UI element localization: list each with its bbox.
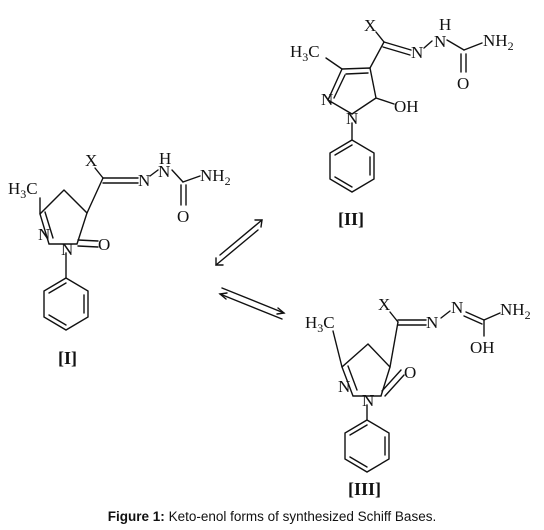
atom-n3-II: N [321,90,333,109]
methyl-bond-II [325,57,343,70]
carbonyl-bond-b-I [77,245,99,248]
atom-o-ring-I: O [98,235,110,254]
atom-nh2-II: NH2 [483,31,514,53]
atom-x-II: X [364,16,376,35]
structure-I: X H N N NH2 O N N O H3C [I] [8,149,231,368]
c-n-double-bond-III [347,365,358,391]
atom-n3-I: N [38,225,50,244]
n-c-double-bond-b-III [463,315,483,325]
atom-o-carbonyl-I: O [177,207,189,226]
atom-n2-II: N [434,32,446,51]
n-n-bond-I [149,169,159,177]
ring-bonds-III [341,343,391,397]
c-x-bond-I [94,167,104,179]
ring-bonds-II [327,67,377,115]
phenyl-double-2-II [334,176,353,188]
phenyl-double-2-III [349,456,368,468]
figure-caption: Figure 1: Keto-enol forms of synthesized… [0,509,544,524]
arrow-back-head-I-III [218,292,228,300]
arrow-back-line-I-II [215,229,259,266]
arrow-forward-head-I-II [254,219,263,228]
c-c-double-bond-II [345,72,369,75]
atom-n2-I: N [158,162,170,181]
atom-n2-III: N [451,298,463,317]
arrow-forward-head-I-III [276,307,286,315]
phenyl-ring-III [344,419,390,473]
atom-o-carbonyl-II: O [457,74,469,93]
arrow-back-head-I-II [215,257,224,266]
atom-n1-III: N [426,313,438,332]
c-nh2-bond-I [182,175,201,183]
atom-n4-II: N [346,109,358,128]
phenyl-double-3-I [48,282,67,294]
atom-nh2-I: NH2 [200,166,231,188]
ring-to-ch-bond-III [389,321,399,368]
ring-to-ch-bond-II [369,41,385,69]
atom-n4-I: N [61,240,73,259]
atom-n1-II: N [411,43,423,62]
c-n-double-bond-II [333,74,346,99]
c-nh2-bond-III [483,312,501,321]
n-c-bond-I [171,169,184,183]
structure-III: X N N NH2 OH N N O H3C [III] [305,295,531,499]
chemistry-diagram: X H N N NH2 O N N O H3C [I] [8,15,531,499]
n-n-bond-II [423,40,433,49]
atom-h3c-III: H3C [305,313,335,335]
equilibrium-arrow-I-III [218,287,286,320]
c-x-bond-III [389,311,399,323]
atom-nh2-III: NH2 [500,300,531,322]
carbonyl-bond-b-III [384,374,405,397]
methyl-bond-III [332,330,343,368]
atom-x-I: X [85,151,97,170]
carbonyl-bond-a-III [381,369,402,392]
ring-bonds-I [39,189,88,245]
structure-II: X H N N NH2 O N N OH H3C [II] [290,15,514,229]
label-I: [I] [58,348,77,368]
atom-h3c-I: H3C [8,179,38,201]
c-n-imine-b-II [382,46,411,56]
atom-h3c-II: H3C [290,42,320,64]
label-II: [II] [338,209,364,229]
c-nh2-bond-II [463,42,483,51]
atom-h-II: H [439,15,451,34]
atom-n4-III: N [362,391,374,410]
n-c-bond-II [446,39,465,51]
atom-oh-II: OH [394,97,419,116]
arrow-back-line-I-III [219,293,283,320]
phenyl-double-3-II [334,144,353,156]
c-n-imine-a-II [383,41,412,51]
c-x-bond-II [375,31,385,43]
atom-h-I: H [159,149,171,168]
caption-text: Keto-enol forms of synthesized Schiff Ba… [164,509,437,524]
carbonyl-bond-a-I [77,239,99,242]
atom-o-ring-III: O [404,363,416,382]
atom-oh-III: OH [470,338,495,357]
atom-n3-III: N [338,377,350,396]
phenyl-ring-I [43,277,89,331]
phenyl-double-2-I [48,314,67,326]
ring-to-ch-bond-I [86,177,104,214]
n-n-bond-III [440,310,451,319]
arrow-forward-line-I-II [219,219,263,256]
n-c-double-bond-a-III [465,311,485,321]
atom-n1-I: N [138,171,150,190]
equilibrium-arrow-I-II [215,219,263,266]
label-III: [III] [348,479,381,499]
c-n-double-bond-I [44,211,54,239]
arrow-forward-line-I-III [221,287,285,314]
caption-prefix: Figure 1: [107,509,165,524]
c-oh-bond-II [375,97,395,105]
phenyl-double-3-III [349,424,368,436]
phenyl-ring-II [329,139,375,193]
atom-x-III: X [378,295,390,314]
